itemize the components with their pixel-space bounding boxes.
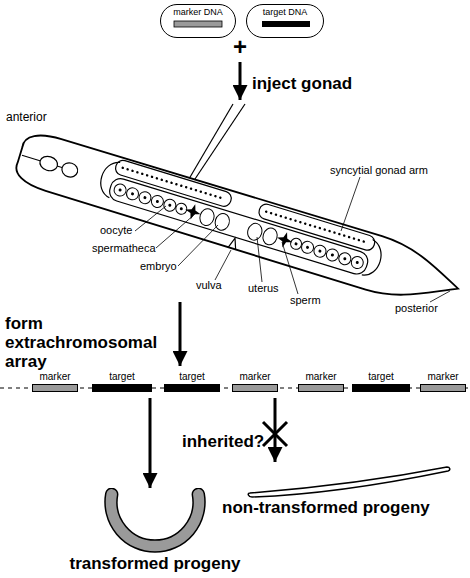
- annotation-label: posterior: [395, 302, 438, 315]
- annotation-label: uterus: [248, 282, 279, 295]
- node-label: marker: [222, 371, 288, 383]
- target-insert: [262, 21, 310, 27]
- leader-lines: [135, 177, 450, 302]
- annotation-label: inject gonad: [252, 74, 352, 93]
- plasmid: marker DNA: [160, 4, 236, 38]
- progeny-worm: non-transformed progeny: [215, 462, 465, 522]
- plasmid: target DNA: [246, 4, 324, 38]
- extrachromosomal-array: form extrachromosomal arraymarkertargett…: [0, 312, 470, 398]
- array-segment: marker: [232, 371, 278, 393]
- array-segment-bar: [92, 384, 152, 392]
- annotation-label: oocyte: [100, 224, 132, 237]
- embryos: [198, 207, 279, 247]
- annotation-label: embryo: [140, 260, 177, 273]
- annotation-label: spermatheca: [92, 242, 156, 255]
- worm-illustration: [12, 128, 467, 316]
- node-label: non-transformed progeny: [222, 498, 430, 518]
- node-label: transformed progeny: [65, 554, 245, 574]
- annotation-label: syncytial gonad arm: [330, 164, 428, 177]
- spermatheca-symbol: [275, 230, 295, 250]
- array-segment-bar: [352, 384, 410, 392]
- node-label: target DNA: [247, 5, 323, 18]
- array-segment-bar: [32, 384, 78, 392]
- array-segment: marker: [420, 371, 466, 393]
- array-segment: marker: [32, 371, 78, 393]
- oocytes: [113, 183, 365, 270]
- node-label: marker DNA: [161, 5, 235, 18]
- array-segment: marker: [298, 371, 344, 393]
- array-segment-bar: [298, 384, 344, 392]
- vulva-symbol: [228, 237, 239, 250]
- flow-arrow: [274, 398, 277, 462]
- pharynx-bulb: [60, 161, 79, 179]
- node-label: marker: [288, 371, 354, 383]
- array-segment: target: [92, 371, 152, 393]
- node-label: marker: [410, 371, 470, 383]
- annotation-label: inherited?: [182, 432, 264, 451]
- annotation-label: sperm: [290, 294, 321, 307]
- proximal-gonad: [107, 176, 370, 276]
- array-segment: target: [164, 371, 220, 393]
- node-label: marker: [22, 371, 88, 383]
- annotation-label: vulva: [196, 279, 222, 292]
- array-segment-bar: [232, 384, 278, 392]
- node-label: target: [82, 371, 162, 383]
- cross-mark: [263, 422, 287, 446]
- worm-outline: [215, 462, 465, 502]
- worm-outline: [65, 488, 245, 556]
- injection-needle: [186, 104, 245, 185]
- worm-body: [12, 128, 467, 316]
- progeny-worm: transformed progeny: [65, 488, 245, 576]
- flow-arrow: [179, 302, 182, 366]
- pharynx-bulb: [38, 154, 59, 173]
- flow-arrow: [239, 62, 242, 100]
- node-label: target: [154, 371, 230, 383]
- array-segment-bar: [420, 384, 466, 392]
- array-segment-bar: [164, 384, 220, 392]
- marker-insert: [174, 21, 222, 27]
- worm-shape: [105, 488, 205, 552]
- node-label: target: [342, 371, 420, 383]
- array-segment: target: [352, 371, 410, 393]
- flow-arrow: [149, 398, 152, 488]
- annotation-label: anterior: [6, 110, 47, 124]
- annotation-label: +: [233, 34, 247, 60]
- node-label: form extrachromosomal array: [5, 314, 177, 371]
- worm-shape: [248, 467, 450, 497]
